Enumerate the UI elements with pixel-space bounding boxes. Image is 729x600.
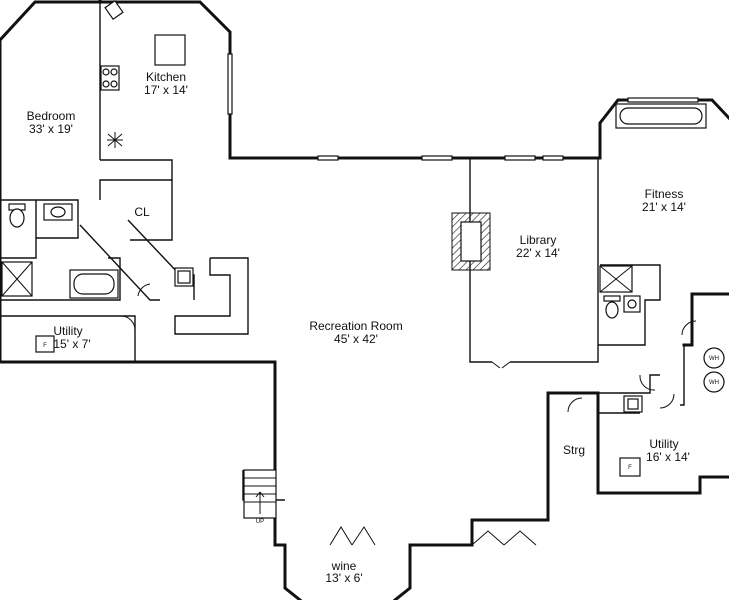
- shower-icon: [1, 261, 33, 297]
- fridge-icon: [104, 0, 124, 21]
- utility-west-size: 15' x 7': [53, 337, 90, 351]
- water-heater-icon: WH: [703, 371, 725, 393]
- shower-icon: [599, 265, 633, 293]
- doors: [120, 283, 697, 546]
- bedroom-size: 33' x 19': [29, 122, 73, 136]
- utility-sink-icon: [623, 395, 643, 413]
- recreation-room-size: 45' x 42': [334, 332, 378, 346]
- ceiling-fan-icon: [107, 132, 123, 148]
- fixtures: WH WH F F UP: [1, 0, 725, 525]
- kitchen-size: 17' x 14': [144, 83, 188, 97]
- utility-east-size: 16' x 14': [646, 450, 690, 464]
- library-name: Library: [520, 233, 557, 247]
- svg-text:WH: WH: [709, 356, 719, 362]
- wine-size: 13' x 6': [325, 571, 362, 585]
- svg-text:WH: WH: [709, 380, 719, 386]
- bathtub-icon: [69, 269, 119, 299]
- recreation-room-name: Recreation Room: [309, 319, 402, 333]
- toilet-icon: [8, 203, 26, 228]
- library-size: 22' x 14': [516, 246, 560, 260]
- bar-counter: [174, 257, 249, 335]
- closet-name: CL: [134, 205, 150, 219]
- windows: [227, 53, 699, 161]
- kitchen-island: [154, 34, 186, 66]
- svg-text:F: F: [43, 343, 47, 349]
- bedroom-name: Bedroom: [27, 109, 76, 123]
- storage-name: Strg: [563, 443, 585, 457]
- furnace-icon: F: [619, 457, 641, 477]
- room-labels: Bedroom 33' x 19' Kitchen 17' x 14' CL U…: [27, 70, 690, 585]
- svg-text:F: F: [628, 465, 632, 471]
- kitchen-name: Kitchen: [146, 70, 186, 84]
- hot-tub-icon: [615, 103, 707, 129]
- bar-sink-icon: [174, 267, 194, 287]
- water-heater-icon: WH: [703, 347, 725, 369]
- sink-icon: [623, 295, 641, 313]
- fitness-size: 21' x 14': [642, 200, 686, 214]
- fireplace-icon: [451, 212, 491, 271]
- utility-east-name: Utility: [649, 437, 678, 451]
- sink-icon: [43, 203, 73, 221]
- stairs-icon: UP: [243, 469, 277, 525]
- fitness-name: Fitness: [645, 187, 684, 201]
- furnace-icon: F: [35, 335, 55, 353]
- wine-name: wine: [331, 559, 357, 573]
- svg-text:UP: UP: [256, 519, 264, 525]
- utility-west-name: Utility: [53, 324, 82, 338]
- toilet-icon: [603, 295, 621, 319]
